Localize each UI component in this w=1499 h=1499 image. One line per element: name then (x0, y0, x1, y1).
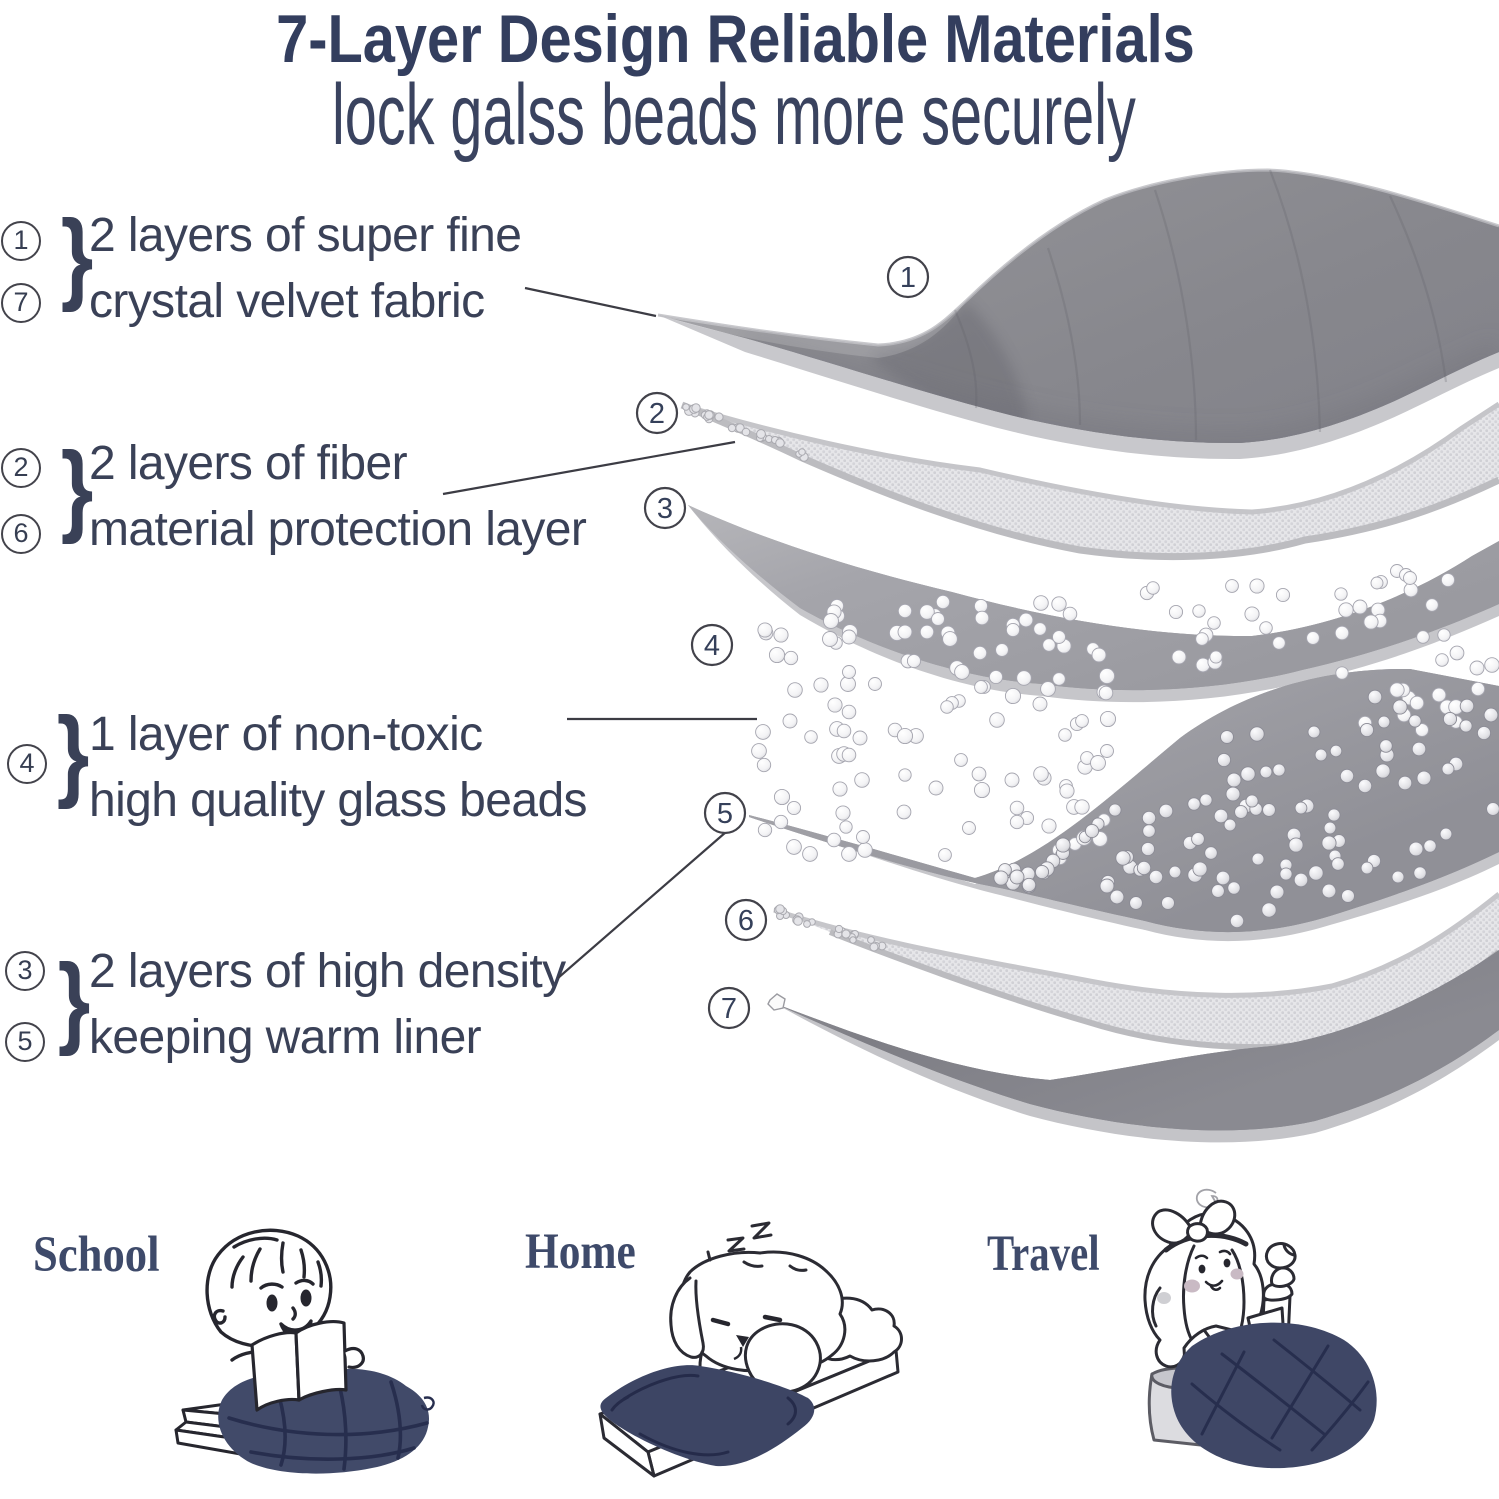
svg-text:3: 3 (657, 493, 673, 525)
svg-text:7: 7 (721, 993, 737, 1025)
svg-text:2: 2 (649, 398, 665, 430)
svg-text:6: 6 (738, 905, 754, 937)
svg-text:1: 1 (900, 262, 916, 294)
svg-text:4: 4 (704, 630, 720, 662)
svg-text:5: 5 (717, 798, 733, 830)
